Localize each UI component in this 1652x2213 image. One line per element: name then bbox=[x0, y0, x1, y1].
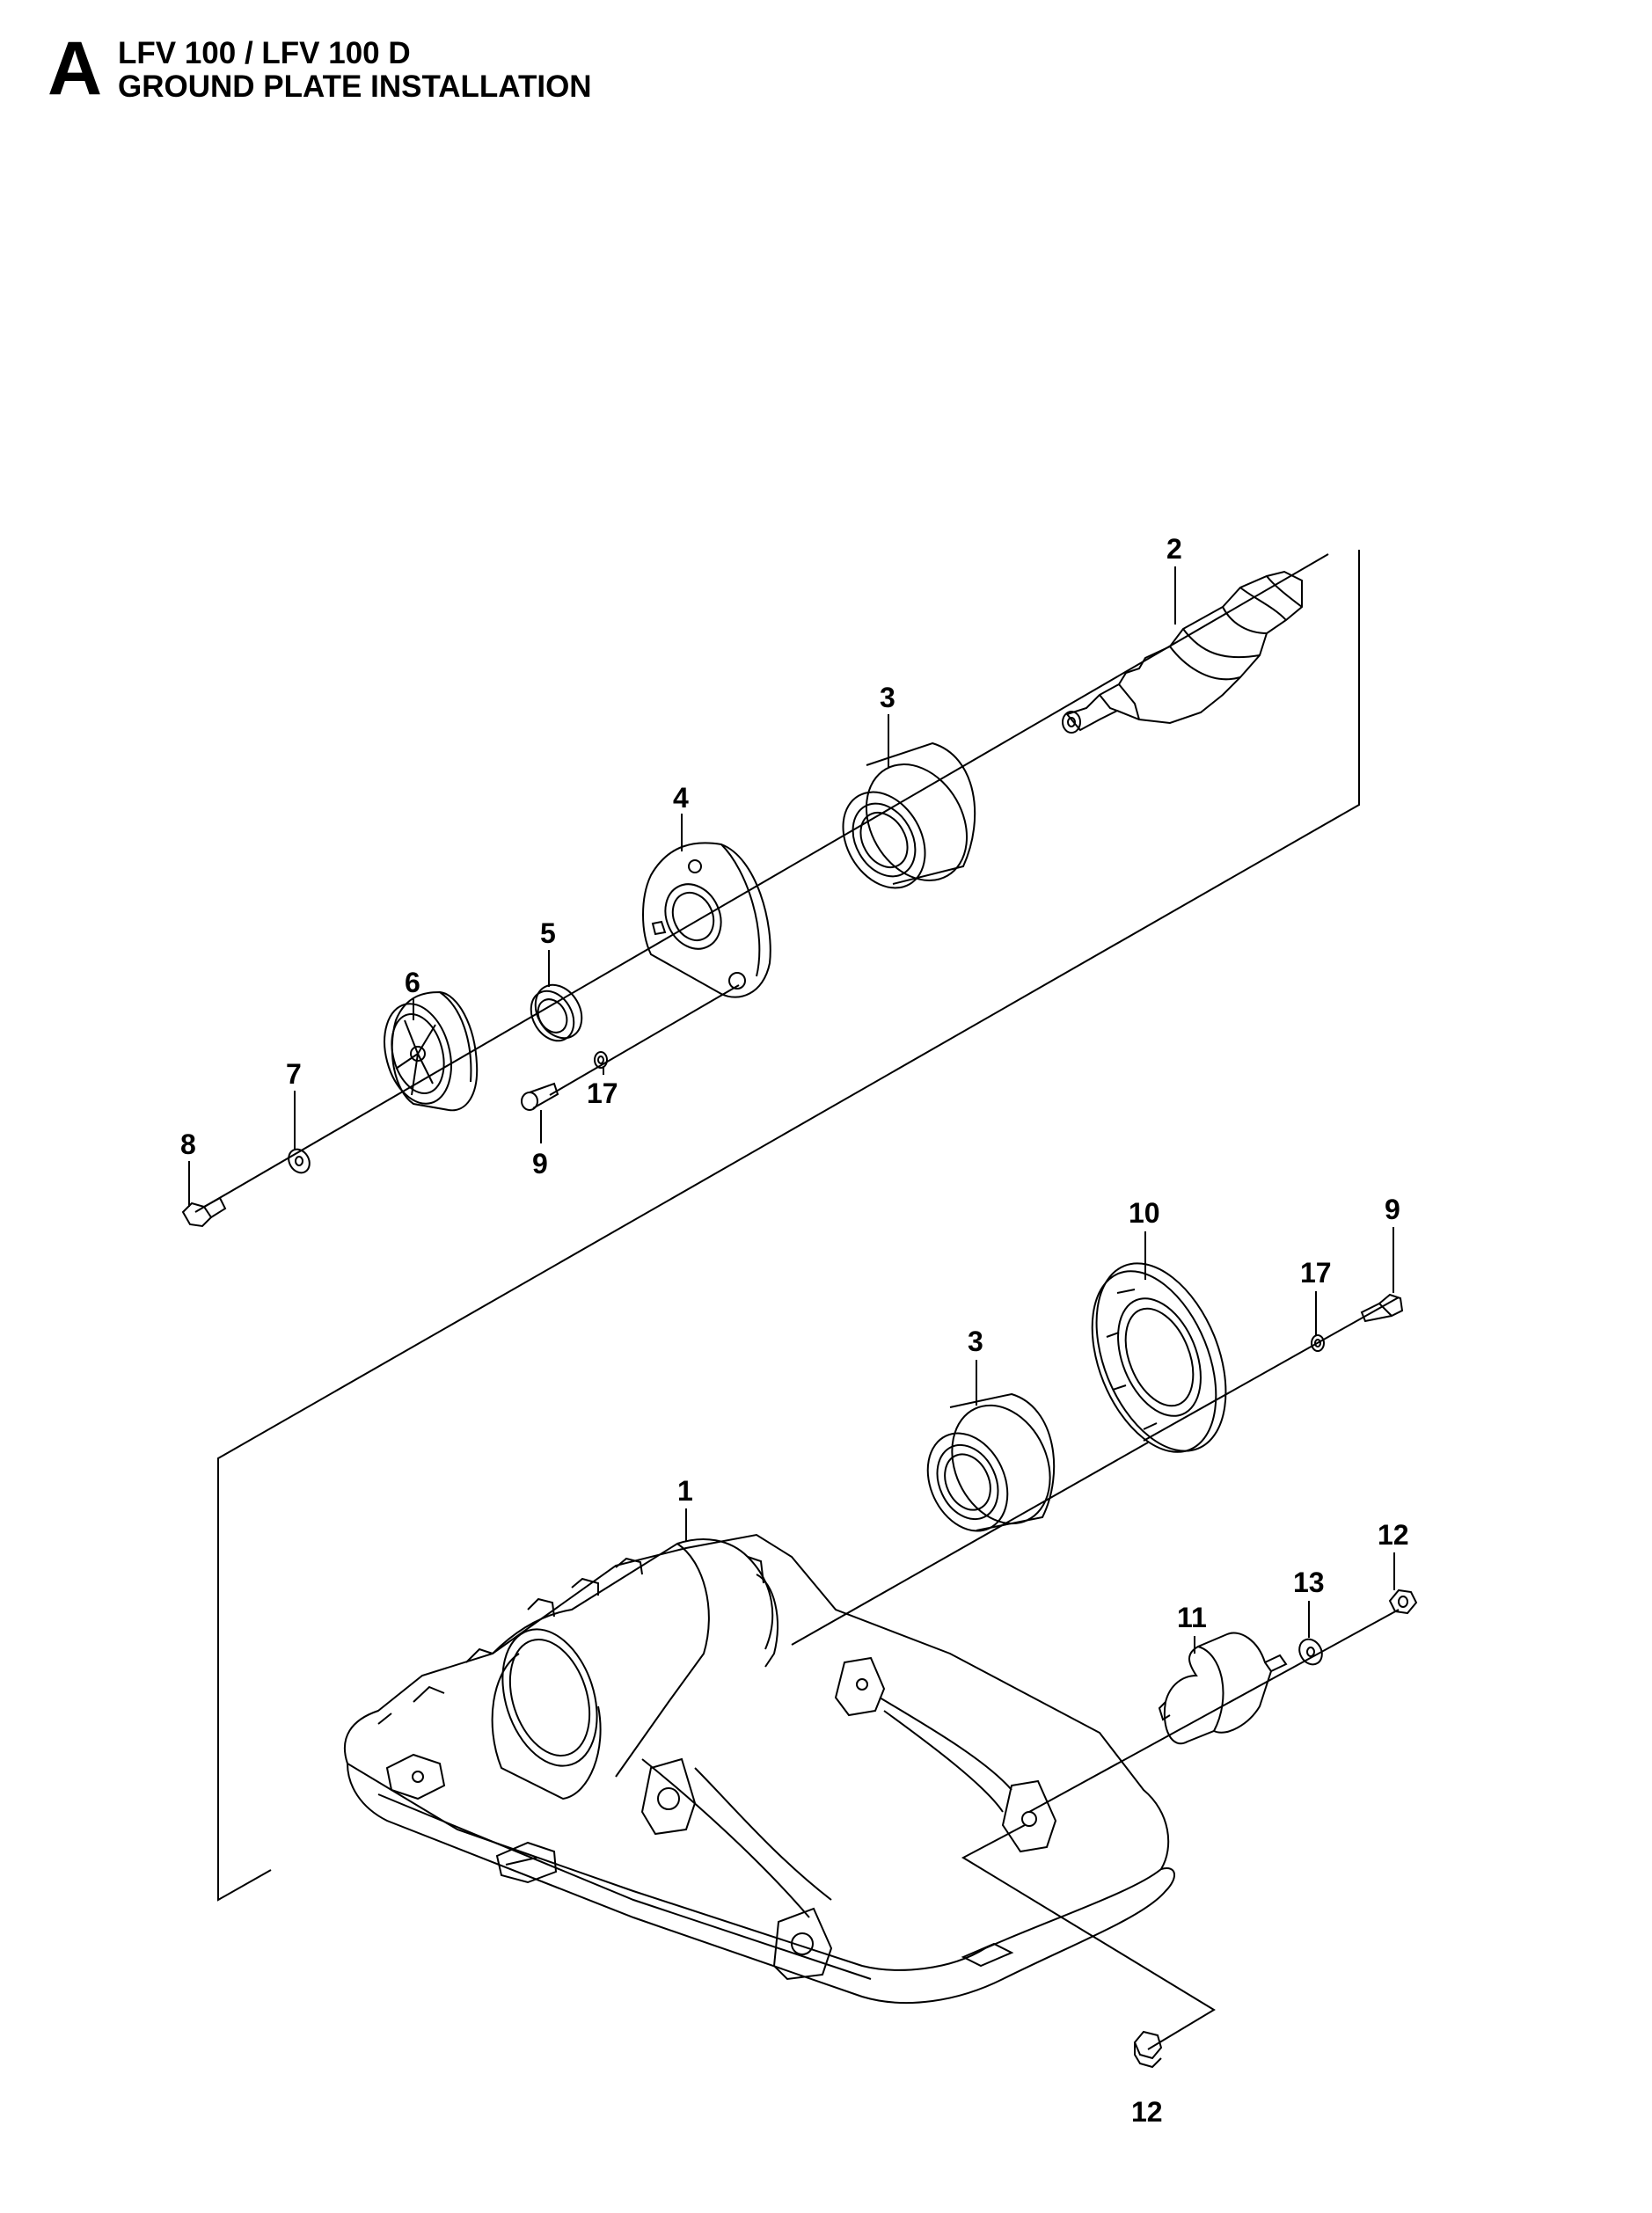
part-3-bearing-lower bbox=[926, 1392, 1056, 1532]
part-7-washer bbox=[288, 1148, 311, 1174]
part-12-nut-lower bbox=[1133, 2030, 1163, 2069]
callout-7: 7 bbox=[286, 1058, 302, 1090]
part-5-seal-ring bbox=[530, 983, 583, 1042]
callout-1: 1 bbox=[677, 1475, 693, 1507]
callout-numbers: 2 3 4 5 6 7 8 9 17 10 9 17 3 1 11 13 12 … bbox=[180, 533, 1409, 2128]
callout-3-lower: 3 bbox=[968, 1326, 983, 1357]
callout-5: 5 bbox=[540, 917, 556, 949]
part-4-bearing-cover bbox=[642, 842, 771, 998]
callout-10: 10 bbox=[1129, 1197, 1160, 1229]
callout-12-lower: 12 bbox=[1131, 2096, 1163, 2128]
callout-17-upper: 17 bbox=[587, 1077, 618, 1109]
part-17-washer-upper bbox=[594, 1051, 608, 1069]
nut-leader-line bbox=[961, 1824, 1216, 2050]
part-3-bearing-upper bbox=[842, 741, 976, 889]
callout-leaders bbox=[188, 566, 1395, 1654]
title-block: LFV 100 / LFV 100 D GROUND PLATE INSTALL… bbox=[118, 37, 592, 104]
part-6-pulley bbox=[384, 990, 479, 1112]
part-11-rubber-isolator bbox=[1158, 1632, 1288, 1745]
screw-axis-upper bbox=[549, 984, 740, 1096]
callout-9-right: 9 bbox=[1385, 1194, 1400, 1225]
callout-9-upper: 9 bbox=[532, 1148, 548, 1180]
part-2-eccentric-shaft bbox=[1062, 570, 1303, 734]
part-17-washer-right bbox=[1311, 1334, 1325, 1352]
callout-8: 8 bbox=[180, 1128, 196, 1160]
part-9-screw-upper bbox=[521, 1082, 559, 1111]
part-9-screw-right bbox=[1360, 1293, 1404, 1323]
diagram-title: GROUND PLATE INSTALLATION bbox=[118, 69, 592, 104]
part-12-nut-upper bbox=[1388, 1589, 1418, 1615]
callout-3-upper: 3 bbox=[880, 682, 895, 713]
callout-4: 4 bbox=[673, 782, 689, 814]
section-letter: A bbox=[48, 26, 103, 111]
callout-12-upper: 12 bbox=[1378, 1519, 1409, 1551]
callout-11: 11 bbox=[1177, 1602, 1207, 1633]
part-10-bearing-flange bbox=[1091, 1262, 1227, 1453]
part-8-bolt bbox=[181, 1196, 227, 1228]
model-title: LFV 100 / LFV 100 D bbox=[118, 36, 411, 70]
part-13-washer bbox=[1298, 1638, 1323, 1666]
screw-axis-right bbox=[1143, 1296, 1400, 1442]
callout-6: 6 bbox=[405, 967, 420, 998]
bearing-axis-lower bbox=[791, 1442, 1149, 1646]
part-1-ground-plate bbox=[343, 1533, 1175, 2005]
callout-2: 2 bbox=[1166, 533, 1182, 565]
callout-13: 13 bbox=[1293, 1567, 1325, 1598]
callout-17-right: 17 bbox=[1300, 1257, 1332, 1289]
assembly-frame-line bbox=[217, 550, 1360, 1902]
upper-shaft-axis bbox=[194, 553, 1329, 1213]
isolator-axis bbox=[1028, 1609, 1400, 1813]
